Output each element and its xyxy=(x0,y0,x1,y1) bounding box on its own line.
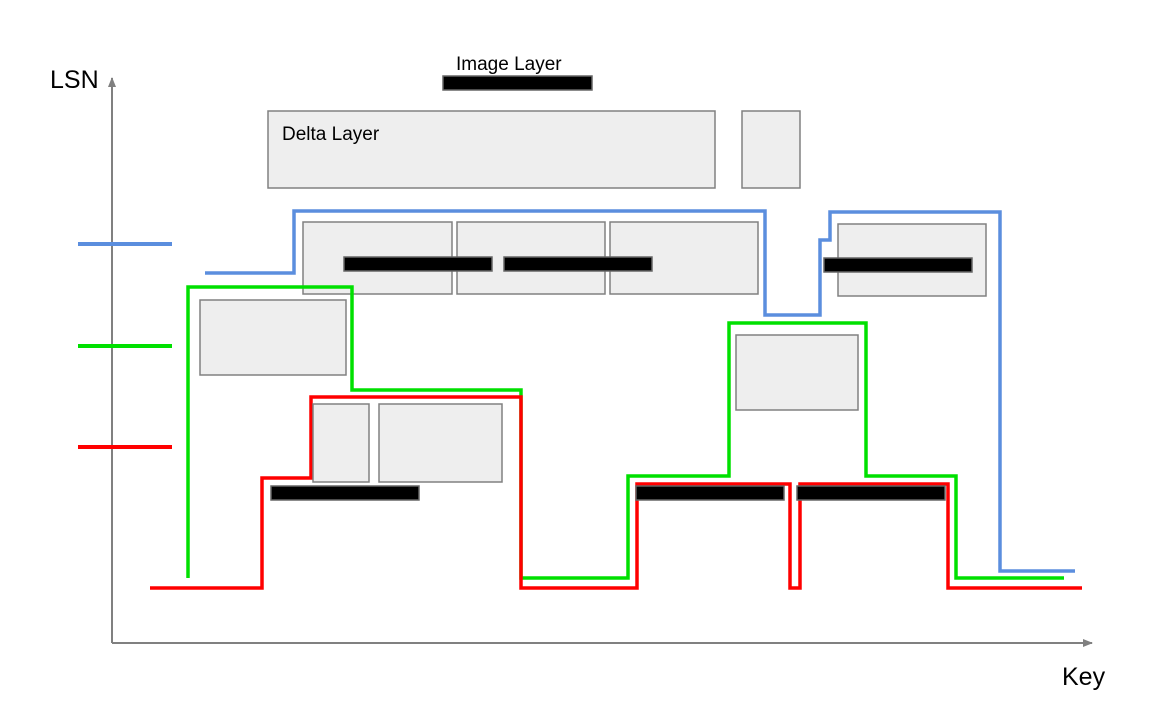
axes-group: LSN Key xyxy=(50,66,1106,691)
red-bar-1 xyxy=(270,485,420,501)
lsn-tick-marks xyxy=(78,242,172,449)
red-row-boxes xyxy=(312,403,503,483)
red-bar-2 xyxy=(635,485,785,501)
x-axis-label: Key xyxy=(1062,663,1106,691)
red-box-1 xyxy=(312,403,370,483)
delta-layer-main-box xyxy=(267,110,716,189)
green-box-left xyxy=(199,299,347,376)
red-layer-boundary xyxy=(150,395,1082,590)
green-layer-boundary xyxy=(186,285,1064,580)
image-layer-bar xyxy=(442,75,593,91)
image-layer-label: Image Layer xyxy=(456,54,562,75)
blue-row-bars xyxy=(343,256,973,273)
green-box-right xyxy=(735,334,859,411)
red-row-bars xyxy=(270,485,946,501)
y-axis-label: LSN xyxy=(50,66,99,94)
blue-bar-3 xyxy=(823,257,973,273)
image-layer-group: Image Layer xyxy=(442,54,593,91)
delta-layer-row: Delta Layer xyxy=(267,110,801,189)
green-row-boxes xyxy=(199,299,859,411)
blue-layer-boundary xyxy=(205,209,1075,573)
red-bar-3 xyxy=(796,485,946,501)
delta-layer-label: Delta Layer xyxy=(282,124,380,145)
red-box-2 xyxy=(378,403,503,483)
blue-bar-2 xyxy=(503,256,653,272)
blue-bar-1 xyxy=(343,256,493,272)
delta-layer-side-box xyxy=(741,110,801,189)
